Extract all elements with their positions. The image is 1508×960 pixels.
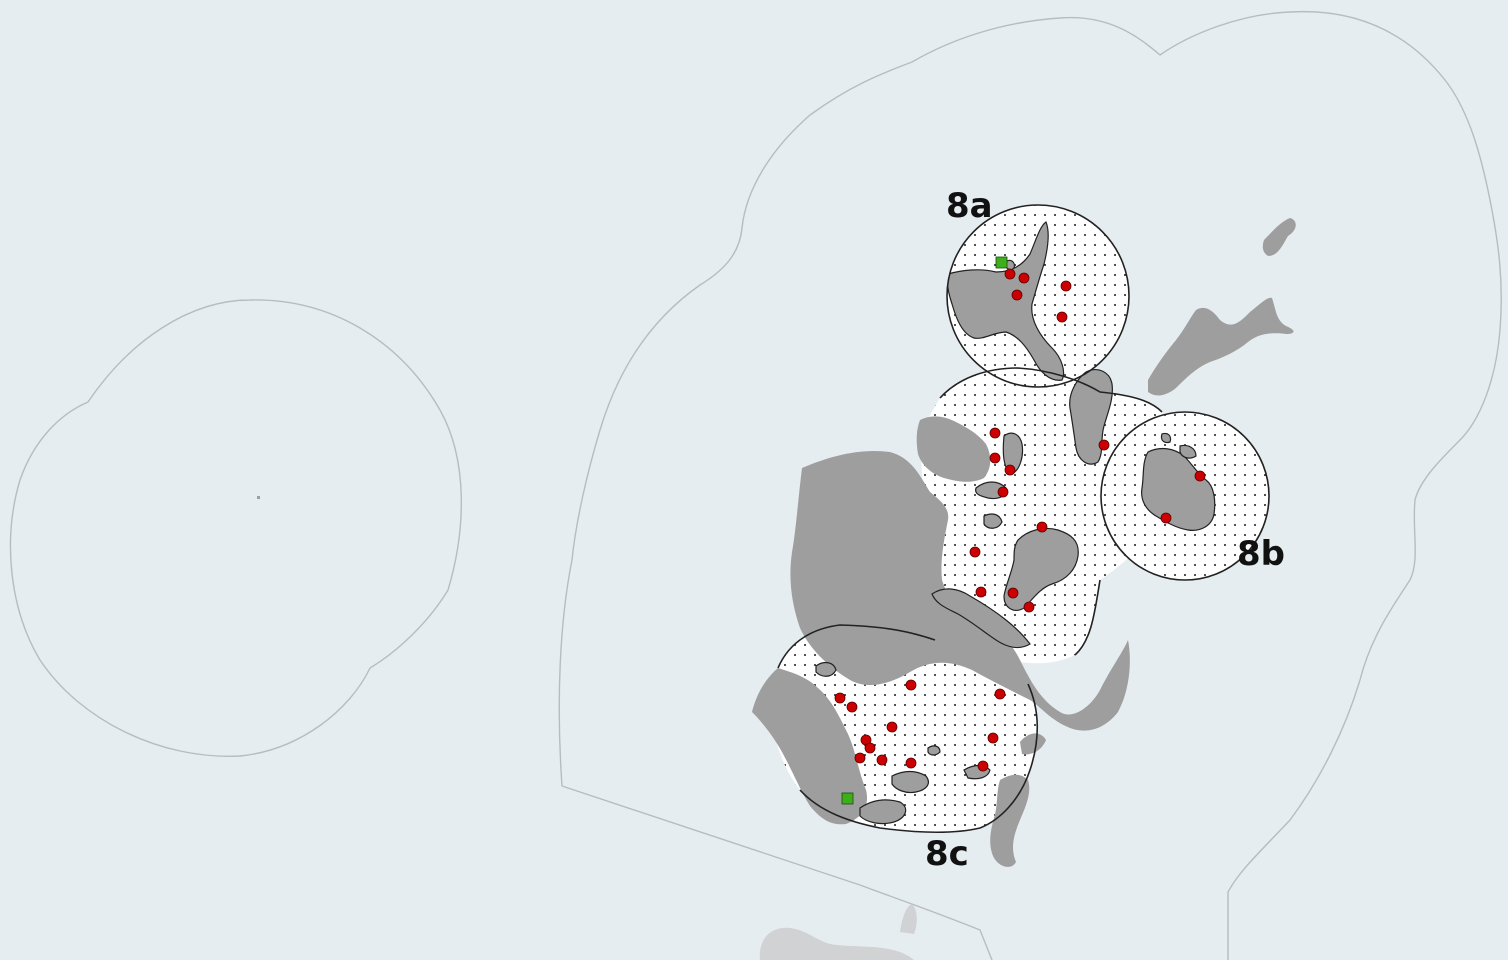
zone-label-8a: 8a: [946, 186, 993, 226]
site-marker[interactable]: [1036, 521, 1048, 533]
zone-8c-outline: [777, 624, 1039, 833]
site-marker[interactable]: [846, 701, 858, 713]
site-marker[interactable]: [834, 692, 846, 704]
site-marker[interactable]: [997, 486, 1009, 498]
site-marker[interactable]: [1011, 289, 1023, 301]
north-island-8a: [947, 221, 1065, 381]
site-marker[interactable]: [1160, 512, 1172, 524]
southeast-peninsula: [990, 774, 1030, 867]
site-marker[interactable]: [1004, 268, 1016, 280]
southeast-islet: [1020, 733, 1046, 755]
sites-red: [834, 268, 1206, 772]
islet-west: [257, 496, 260, 499]
site-marker[interactable]: [1060, 280, 1072, 292]
site-marker[interactable]: [1023, 601, 1035, 613]
zone-8b-center-outline: [939, 367, 1163, 413]
site-marker[interactable]: [975, 586, 987, 598]
sites-green: [841, 256, 1008, 805]
site-marker[interactable]: [1004, 464, 1016, 476]
site-marker[interactable]: [994, 688, 1006, 700]
east-islet-8b-1: [1179, 444, 1197, 459]
zone-8b-south-outline: [1074, 579, 1101, 656]
middle-islet-3: [983, 513, 1003, 529]
middle-islet-1: [1002, 432, 1024, 475]
zone-8b-east-outline: [1100, 411, 1270, 581]
zone-8a-fill: [947, 205, 1129, 387]
large-west-island: [790, 450, 1130, 731]
site-marker[interactable]: [905, 757, 917, 769]
south-boundary-line: [561, 785, 993, 960]
middle-south-island: [1003, 527, 1079, 611]
zone-8a-outline: [946, 204, 1130, 388]
site-marker[interactable]: [977, 760, 989, 772]
site-marker[interactable]: [987, 732, 999, 744]
site-marker[interactable]: [864, 742, 876, 754]
outer-buffer-boundary: [558, 10, 1502, 960]
site-marker[interactable]: [1007, 587, 1019, 599]
site-square-marker[interactable]: [995, 256, 1008, 269]
site-marker[interactable]: [969, 546, 981, 558]
site-marker[interactable]: [1194, 470, 1206, 482]
southwest-peninsula: [752, 668, 868, 825]
west-buffer-boundary: [9, 299, 462, 757]
east-islet-8b-2: [1160, 432, 1172, 444]
land-masses: [752, 218, 1296, 867]
middle-west-island: [916, 416, 991, 482]
middle-southwest-inlet: [931, 588, 1031, 649]
site-marker[interactable]: [989, 452, 1001, 464]
site-marker[interactable]: [1098, 439, 1110, 451]
site-square-marker[interactable]: [841, 792, 854, 805]
faint-land-south: [759, 904, 917, 960]
zone-label-8b: 8b: [1237, 534, 1285, 574]
zone-outlines: [777, 204, 1270, 833]
site-marker[interactable]: [989, 427, 1001, 439]
south-island-8c-1: [891, 770, 929, 794]
south-islet-8c-2: [927, 745, 941, 756]
site-marker[interactable]: [905, 679, 917, 691]
site-marker[interactable]: [876, 754, 888, 766]
site-marker[interactable]: [854, 752, 866, 764]
site-marker[interactable]: [1018, 272, 1030, 284]
site-marker[interactable]: [886, 721, 898, 733]
south-island-8c-2: [859, 799, 907, 825]
northeast-islands: [1148, 297, 1294, 396]
far-northeast-islet: [1262, 218, 1296, 256]
zone-label-8c: 8c: [925, 834, 969, 874]
site-marker[interactable]: [1056, 311, 1068, 323]
south-west-islet: [815, 661, 837, 677]
